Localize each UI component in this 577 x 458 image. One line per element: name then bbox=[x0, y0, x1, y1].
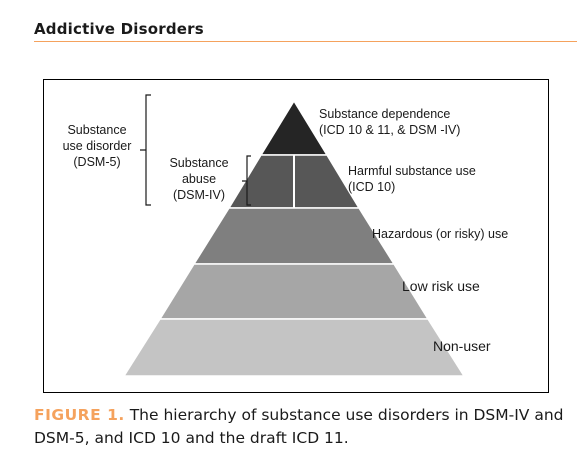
pyramid-tier-substance-dependence bbox=[259, 99, 329, 156]
pyramid-tier-low-risk-use bbox=[158, 263, 430, 320]
header-divider bbox=[34, 41, 577, 42]
label-text: (DSM-IV) bbox=[173, 188, 225, 202]
label-hazardous-use: Hazardous (or risky) use bbox=[372, 227, 508, 241]
label-text: (DSM-5) bbox=[73, 155, 120, 169]
figure-caption-text: The hierarchy of substance use disorders… bbox=[34, 406, 564, 447]
label-text: Substance bbox=[67, 123, 126, 137]
figure-caption: FIGURE 1. The hierarchy of substance use… bbox=[34, 404, 564, 450]
pyramid-tier-hazardous-use bbox=[192, 207, 396, 265]
page-header-title: Addictive Disorders bbox=[34, 20, 204, 38]
label-text: (ICD 10 & 11, & DSM -IV) bbox=[319, 123, 460, 137]
label-text: Substance dependence bbox=[319, 107, 450, 121]
label-text: abuse bbox=[182, 172, 216, 186]
pyramid-tier-non-user bbox=[122, 318, 466, 377]
bracket-substance-use-disorder bbox=[140, 94, 151, 206]
figure-caption-label: FIGURE 1. bbox=[34, 406, 125, 424]
label-substance-abuse: Substance abuse (DSM-IV) bbox=[169, 156, 228, 202]
label-text: (ICD 10) bbox=[348, 180, 395, 194]
label-text: use disorder bbox=[63, 139, 132, 153]
label-low-risk-use: Low risk use bbox=[402, 278, 480, 294]
figure-frame bbox=[43, 79, 549, 393]
label-substance-dependence: Substance dependence (ICD 10 & 11, & DSM… bbox=[319, 107, 460, 137]
bracket-substance-abuse bbox=[242, 155, 251, 206]
label-non-user: Non-user bbox=[433, 338, 491, 354]
label-substance-use-disorder: Substance use disorder (DSM-5) bbox=[63, 123, 132, 169]
label-harmful-substance-use: Harmful substance use (ICD 10) bbox=[348, 164, 476, 194]
label-text: Substance bbox=[169, 156, 228, 170]
label-text: Harmful substance use bbox=[348, 164, 476, 178]
